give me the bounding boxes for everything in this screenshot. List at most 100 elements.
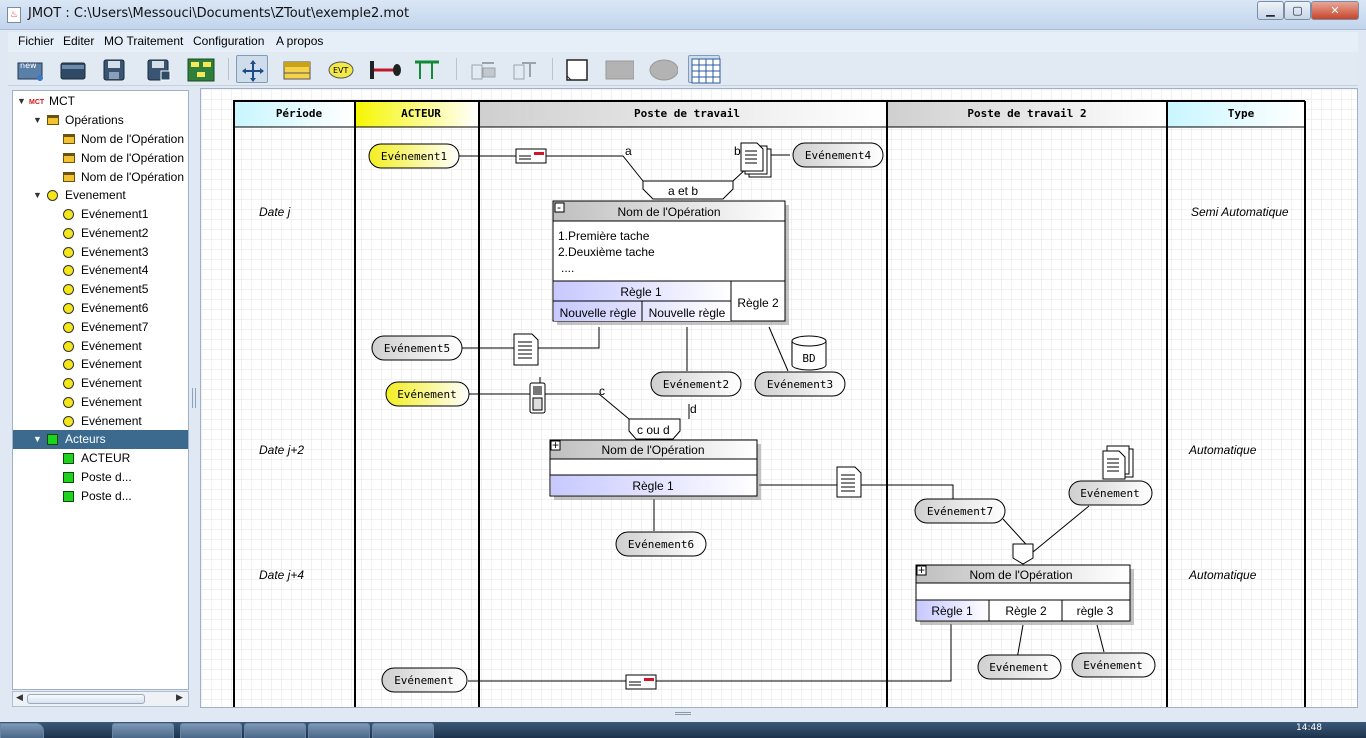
model-button[interactable]: [184, 55, 216, 83]
tree-item-operation[interactable]: Nom de l'Opération: [13, 168, 188, 187]
event-evenement5[interactable]: [371, 335, 463, 361]
taskbar-app[interactable]: [180, 723, 242, 738]
operation-3[interactable]: [915, 564, 1134, 625]
expand-arrow-icon[interactable]: ▼: [33, 434, 42, 444]
event-evenement7[interactable]: [914, 498, 1006, 524]
event-label: Evénement: [397, 388, 457, 401]
event-icon: [63, 227, 74, 239]
tree-item-event[interactable]: Evénement1: [13, 205, 188, 224]
select-move-button[interactable]: [236, 55, 268, 83]
menu-a-propos[interactable]: A propos: [276, 34, 324, 48]
event-evenement-acteur[interactable]: [385, 381, 470, 407]
scroll-left-icon[interactable]: ◀: [16, 693, 23, 703]
diagram-canvas[interactable]: Période ACTEUR Poste de travail Poste de…: [200, 88, 1358, 708]
taskbar-app[interactable]: [308, 723, 370, 738]
event-evenement4[interactable]: [792, 142, 884, 168]
tree-item-event[interactable]: Evénement: [13, 355, 188, 374]
tree-item-event[interactable]: Evénement7: [13, 318, 188, 337]
tree-node-evenement[interactable]: ▼ Evenement: [13, 186, 188, 205]
save-as-button[interactable]: [142, 55, 174, 83]
save-button[interactable]: [98, 55, 130, 83]
minimize-button[interactable]: ▁: [1257, 1, 1284, 20]
title-bar[interactable]: ♨ JMOT : C:\Users\Messouci\Documents\ZTo…: [0, 0, 1366, 30]
event-tool-button[interactable]: EVT: [324, 55, 356, 83]
menu-mo-traitement[interactable]: MO Traitement: [104, 34, 184, 48]
split-divider-handle[interactable]: [192, 388, 196, 408]
sync-small[interactable]: [1012, 543, 1034, 565]
tree-item-event[interactable]: Evénement: [13, 412, 188, 431]
event-evenement6[interactable]: [615, 531, 707, 557]
event-evenement-poste2[interactable]: [1068, 480, 1153, 506]
gray-rect-button[interactable]: [602, 55, 634, 83]
tree-item-operation[interactable]: Nom de l'Opération: [13, 130, 188, 149]
toolbar-separator: [456, 58, 457, 80]
grid-toggle-icon: [691, 58, 721, 84]
sync-and[interactable]: [642, 180, 734, 200]
tree-item-event[interactable]: Evénement5: [13, 280, 188, 299]
tree-item-actor[interactable]: ACTEUR: [13, 449, 188, 468]
link-label-a: a: [625, 144, 632, 158]
taskbar-app[interactable]: [244, 723, 306, 738]
os-taskbar: 14:48: [0, 722, 1366, 738]
tree-item-event[interactable]: Evénement: [13, 393, 188, 412]
expand-toggle-icon[interactable]: +: [552, 438, 559, 452]
close-button[interactable]: ✕: [1311, 1, 1359, 20]
tree-item-event[interactable]: Evénement2: [13, 224, 188, 243]
open-button[interactable]: [56, 55, 88, 83]
menu-configuration[interactable]: Configuration: [193, 34, 265, 48]
sync-tool-button[interactable]: [410, 55, 442, 83]
scroll-right-icon[interactable]: ▶: [176, 693, 183, 703]
tree-node-operations[interactable]: ▼ Opérations: [13, 111, 188, 130]
project-tree[interactable]: ▼ MCT MCT ▼ Opérations Nom de l'Opératio…: [12, 90, 189, 690]
tree-item-actor[interactable]: Poste d...: [13, 468, 188, 487]
event-evenement-result-1[interactable]: [977, 654, 1062, 680]
event-evenement1[interactable]: [368, 143, 460, 169]
tree-item-event[interactable]: Evénement: [13, 374, 188, 393]
document-icon: [836, 466, 862, 498]
column-header-poste-travail: Poste de travail: [634, 107, 740, 120]
expand-arrow-icon[interactable]: ▼: [17, 96, 26, 106]
taskbar-app[interactable]: [372, 723, 434, 738]
event-evenement2[interactable]: [650, 371, 742, 397]
operation-tool-button[interactable]: [280, 55, 312, 83]
operation-2[interactable]: [549, 439, 761, 500]
bottom-split-handle[interactable]: [675, 712, 691, 715]
tree-horizontal-scrollbar[interactable]: ◀ ▶: [12, 691, 189, 707]
link-label-d: d: [690, 402, 697, 416]
grid-toggle-button[interactable]: [688, 55, 721, 84]
operation-1[interactable]: [552, 200, 789, 325]
export-left-button[interactable]: [466, 55, 498, 83]
operation-task: 2.Deuxième tache: [558, 245, 655, 259]
menu-fichier[interactable]: Fichier: [18, 34, 55, 48]
new-file-button[interactable]: new: [14, 55, 46, 83]
tree-item-event[interactable]: Evénement3: [13, 243, 188, 262]
sync-or[interactable]: [628, 418, 681, 440]
expand-arrow-icon[interactable]: ▼: [33, 190, 42, 200]
tree-item-event[interactable]: Evénement: [13, 337, 188, 356]
tree-item-event[interactable]: Evénement6: [13, 299, 188, 318]
expand-arrow-icon[interactable]: ▼: [33, 115, 42, 125]
note-button[interactable]: [560, 55, 592, 83]
event-evenement-bottom[interactable]: [381, 667, 468, 693]
start-button[interactable]: [0, 723, 44, 738]
tree-node-acteurs[interactable]: ▼ Acteurs: [13, 430, 188, 449]
taskbar-app[interactable]: [112, 723, 174, 738]
model-icon: [187, 58, 215, 82]
mot-diagram[interactable]: Période ACTEUR Poste de travail Poste de…: [201, 89, 1357, 707]
tree-item-operation[interactable]: Nom de l'Opération: [13, 149, 188, 168]
event-evenement-result-2[interactable]: [1071, 652, 1156, 678]
collapse-toggle-icon[interactable]: -: [557, 200, 561, 214]
maximize-button[interactable]: ▢: [1284, 1, 1311, 20]
tree-item-actor[interactable]: Poste d...: [13, 487, 188, 506]
tree-item-event[interactable]: Evénement4: [13, 261, 188, 280]
event-evenement3[interactable]: [754, 371, 846, 397]
tree-root-mct[interactable]: ▼ MCT MCT: [13, 92, 188, 111]
ellipse-button[interactable]: [646, 55, 678, 83]
link-tool-button[interactable]: [366, 55, 401, 83]
expand-toggle-icon[interactable]: +: [918, 563, 925, 577]
scroll-thumb[interactable]: [27, 694, 145, 704]
tree-label: Nom de l'Opération: [81, 132, 185, 146]
export-right-button[interactable]: [508, 55, 540, 83]
menu-editer[interactable]: Editer: [63, 34, 95, 48]
tree-label: Evénement6: [81, 301, 149, 315]
